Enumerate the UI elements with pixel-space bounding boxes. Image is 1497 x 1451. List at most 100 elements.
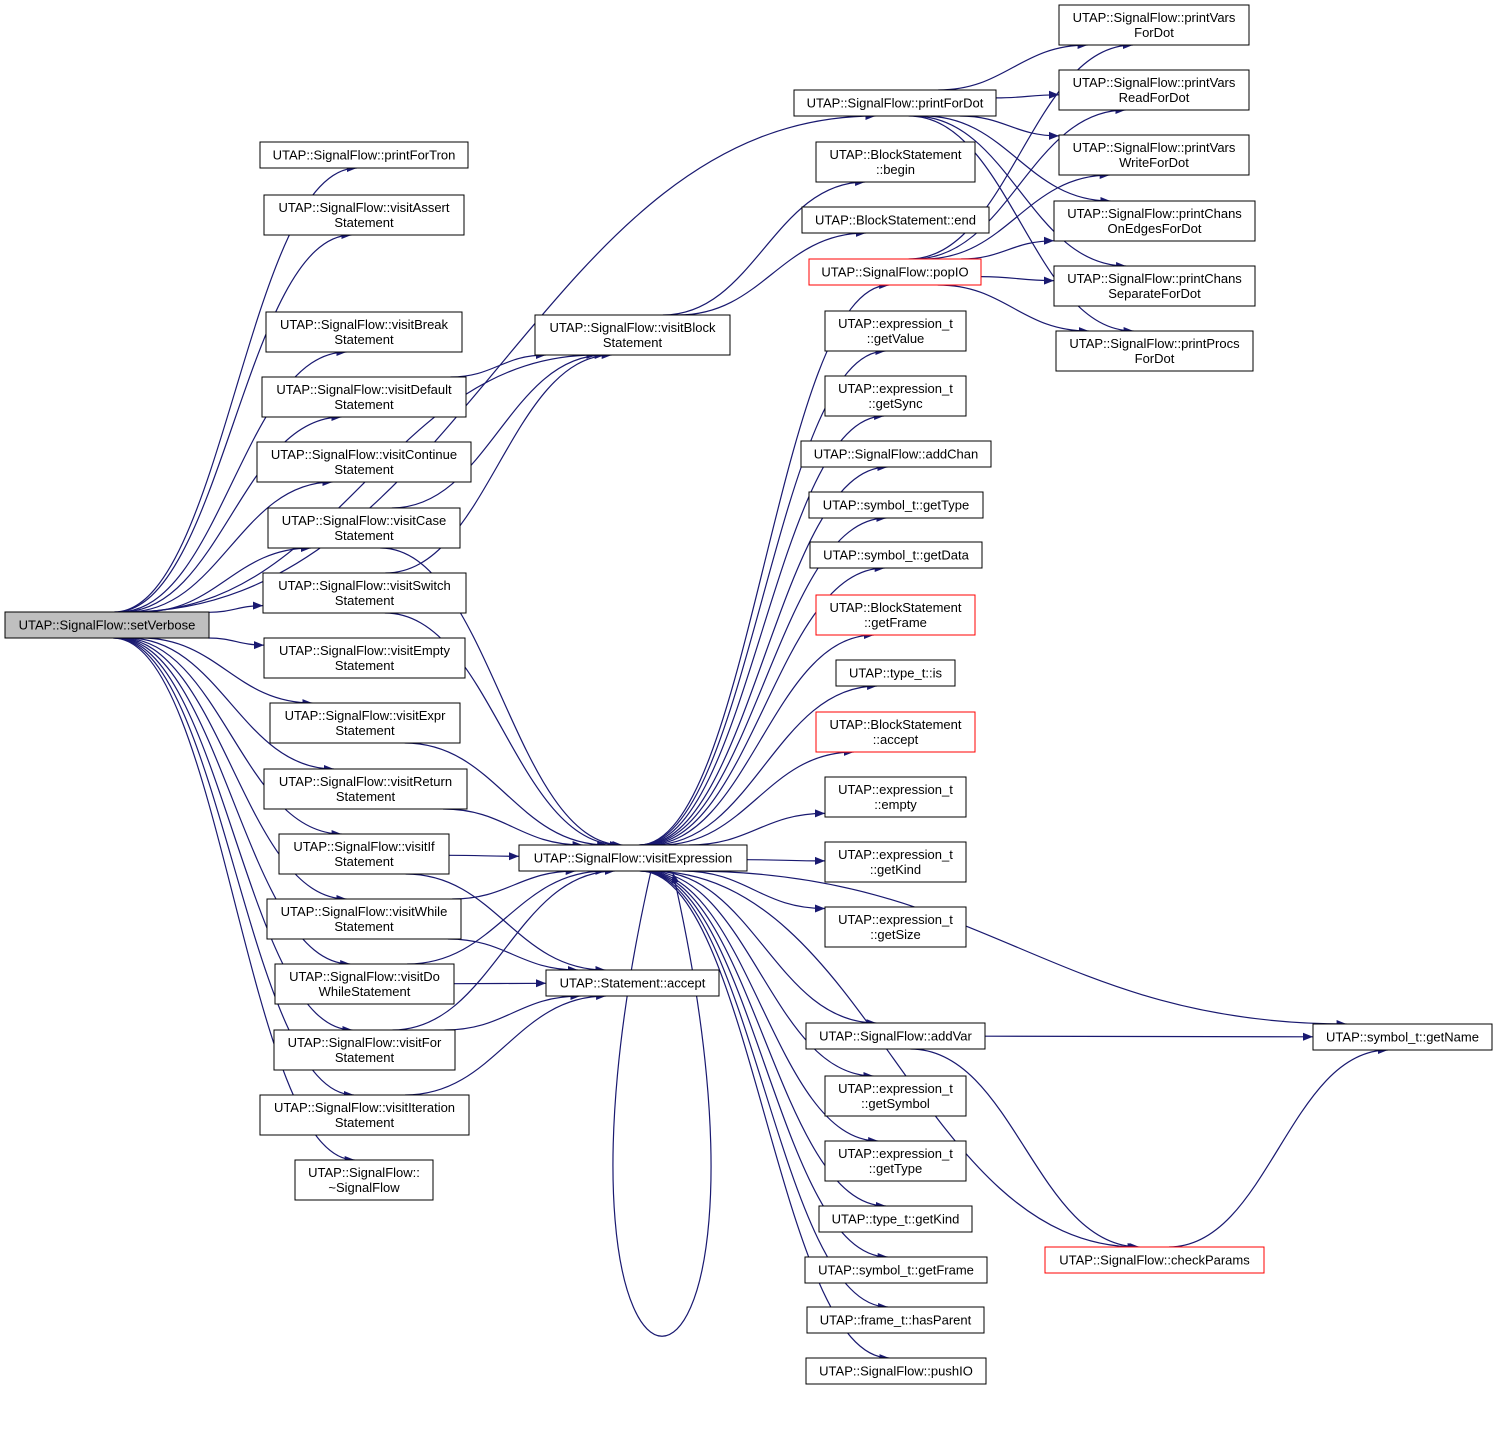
node-visitIteration[interactable]: UTAP::SignalFlow::visitIterationStatemen… (259, 1094, 470, 1136)
node-label-typeIs-0: UTAP::type_t::is (849, 666, 942, 681)
node-popIO[interactable]: UTAP::SignalFlow::popIO (808, 258, 982, 286)
edge-visitExpression-to-bsAccept (660, 748, 854, 846)
node-label-printProcs-0: UTAP::SignalFlow::printProcs (1069, 336, 1240, 351)
node-label-visitCase-1: Statement (334, 528, 394, 543)
edge-setVerbose-to-visitEmpty (208, 637, 265, 650)
node-exEmpty[interactable]: UTAP::expression_t::empty (824, 776, 967, 818)
node-label-visitSwitch-0: UTAP::SignalFlow::visitSwitch (278, 578, 450, 593)
node-label-symGetType-0: UTAP::symbol_t::getType (823, 498, 969, 513)
edge-setVerbose-to-visitDo (116, 637, 351, 968)
edge-setVerbose-to-visitFor (114, 637, 353, 1034)
node-label-exGetSymbol-0: UTAP::expression_t (838, 1081, 953, 1096)
edge-visitExpression-to-symGetFrame (641, 870, 888, 1261)
node-box-printForDot (793, 89, 997, 117)
node-symGetType[interactable]: UTAP::symbol_t::getType (808, 491, 984, 519)
node-label-printChansSeparate-0: UTAP::SignalFlow::printChans (1067, 271, 1242, 286)
node-printChansSeparate[interactable]: UTAP::SignalFlow::printChansSeparateForD… (1053, 265, 1256, 307)
node-exGetType[interactable]: UTAP::expression_t::getType (824, 1140, 967, 1182)
node-box-visitIf (278, 833, 450, 875)
node-addVar[interactable]: UTAP::SignalFlow::addVar (805, 1022, 986, 1050)
node-printForTron[interactable]: UTAP::SignalFlow::printForTron (259, 141, 469, 169)
node-label-visitContinue-0: UTAP::SignalFlow::visitContinue (271, 447, 457, 462)
node-exGetSymbol[interactable]: UTAP::expression_t::getSymbol (824, 1075, 967, 1117)
node-visitExpression[interactable]: UTAP::SignalFlow::visitExpression (518, 844, 748, 872)
node-printForDot[interactable]: UTAP::SignalFlow::printForDot (793, 89, 997, 117)
node-bsGetFrame[interactable]: UTAP::BlockStatement::getFrame (815, 594, 976, 636)
node-dtor[interactable]: UTAP::SignalFlow::~SignalFlow (294, 1159, 434, 1201)
node-label-visitSwitch-1: Statement (335, 593, 395, 608)
node-box-bsEnd (801, 206, 990, 234)
node-exGetKind[interactable]: UTAP::expression_t::getKind (824, 841, 967, 883)
edge-visitIteration-to-stmtAccept (405, 992, 607, 1096)
edge-setVerbose-to-visitSwitch (208, 601, 264, 613)
node-exGetSize[interactable]: UTAP::expression_t::getSize (824, 906, 967, 948)
node-label-visitExpr-0: UTAP::SignalFlow::visitExpr (285, 708, 447, 723)
node-box-exGetSymbol (824, 1075, 967, 1117)
edge-visitExpression-to-symGetName (688, 870, 1347, 1028)
node-frameHasParent[interactable]: UTAP::frame_t::hasParent (806, 1306, 985, 1334)
edge-popIO-to-printProcs (937, 284, 1089, 335)
node-box-visitExpression (518, 844, 748, 872)
node-label-bsAccept-1: ::accept (873, 732, 919, 747)
node-box-popIO (808, 258, 982, 286)
node-label-visitExpression-0: UTAP::SignalFlow::visitExpression (534, 851, 732, 866)
node-label-printForTron-0: UTAP::SignalFlow::printForTron (273, 148, 456, 163)
node-typeIs[interactable]: UTAP::type_t::is (835, 659, 956, 687)
node-label-addChan-0: UTAP::SignalFlow::addChan (814, 447, 979, 462)
edge-visitExpression-to-exGetSize (682, 870, 826, 913)
node-label-visitIteration-0: UTAP::SignalFlow::visitIteration (274, 1100, 455, 1115)
node-typeGetKind[interactable]: UTAP::type_t::getKind (818, 1205, 973, 1233)
node-exGetValue[interactable]: UTAP::expression_t::getValue (824, 310, 967, 352)
node-box-exGetSize (824, 906, 967, 948)
node-box-visitBlock (534, 314, 731, 356)
edge-visitExpression-to-visitExpression (612, 870, 712, 1337)
node-symGetName[interactable]: UTAP::symbol_t::getName (1312, 1023, 1493, 1051)
node-bsAccept[interactable]: UTAP::BlockStatement::accept (815, 711, 976, 753)
node-printChansOnEdges[interactable]: UTAP::SignalFlow::printChansOnEdgesForDo… (1053, 200, 1256, 242)
edge-addVar-to-symGetName (984, 1032, 1314, 1041)
node-label-exGetKind-0: UTAP::expression_t (838, 847, 953, 862)
node-label-visitFor-0: UTAP::SignalFlow::visitFor (288, 1035, 442, 1050)
edge-popIO-to-printVarsRead (913, 106, 1126, 260)
node-label-visitReturn-0: UTAP::SignalFlow::visitReturn (279, 774, 452, 789)
edge-setVerbose-to-visitContinue (127, 478, 333, 613)
node-exGetSync[interactable]: UTAP::expression_t::getSync (824, 375, 967, 417)
node-addChan[interactable]: UTAP::SignalFlow::addChan (800, 440, 992, 468)
node-symGetFrame[interactable]: UTAP::symbol_t::getFrame (804, 1256, 988, 1284)
edge-visitExpression-to-exGetKind (746, 856, 826, 865)
node-box-addVar (805, 1022, 986, 1050)
node-box-visitCase (267, 507, 461, 549)
edge-visitExpression-to-symGetType (642, 514, 887, 846)
node-box-exGetKind (824, 841, 967, 883)
node-label-pushIO-0: UTAP::SignalFlow::pushIO (819, 1364, 973, 1379)
node-pushIO[interactable]: UTAP::SignalFlow::pushIO (805, 1357, 987, 1385)
node-bsBegin[interactable]: UTAP::BlockStatement::begin (815, 141, 976, 183)
node-label-setVerbose-0: UTAP::SignalFlow::setVerbose (19, 618, 196, 633)
node-bsEnd[interactable]: UTAP::BlockStatement::end (801, 206, 990, 234)
node-label-exGetSync-0: UTAP::expression_t (838, 381, 953, 396)
node-setVerbose[interactable]: UTAP::SignalFlow::setVerbose (4, 611, 210, 639)
node-stmtAccept[interactable]: UTAP::Statement::accept (545, 969, 720, 997)
node-box-exGetSync (824, 375, 967, 417)
edge-popIO-to-printChansSeparate (980, 276, 1055, 285)
node-checkParams[interactable]: UTAP::SignalFlow::checkParams (1044, 1246, 1265, 1274)
node-symGetData[interactable]: UTAP::symbol_t::getData (809, 541, 983, 569)
